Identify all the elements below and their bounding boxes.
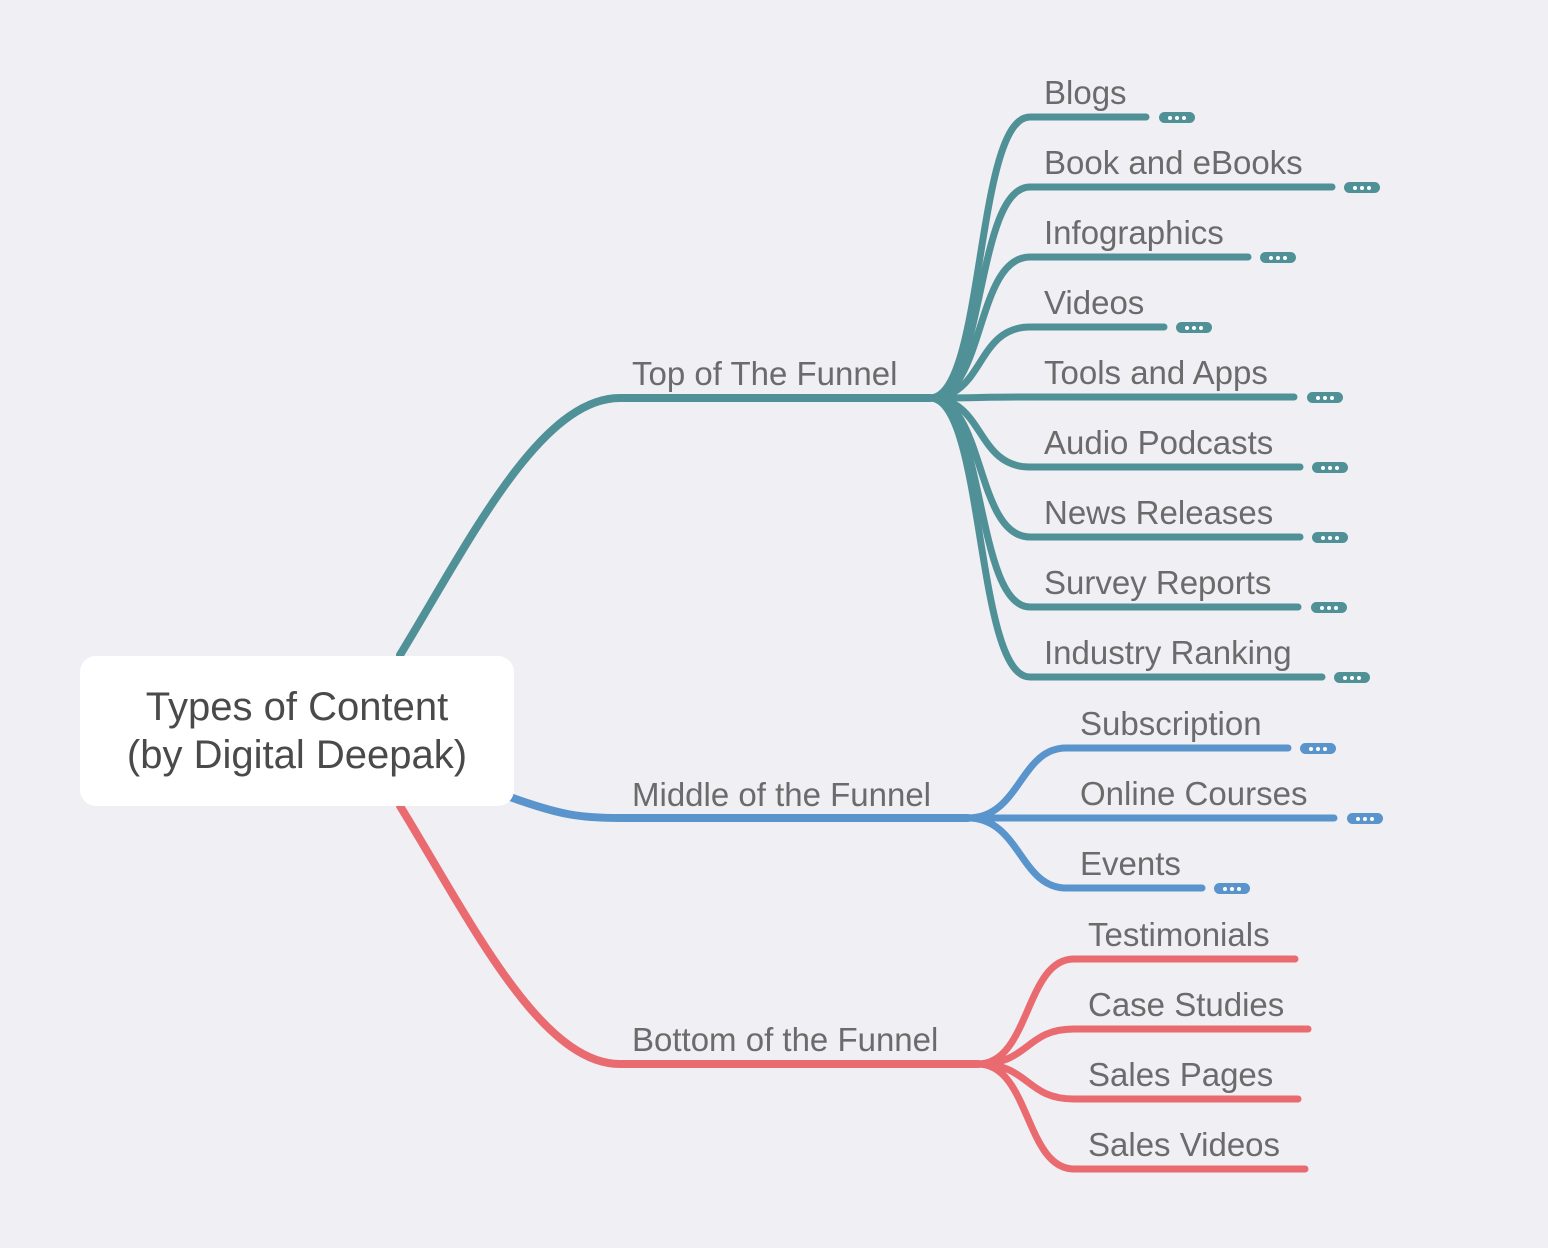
expand-tools-and-apps-button[interactable] (1307, 392, 1343, 403)
expand-industry-ranking-button[interactable] (1334, 672, 1370, 683)
branch-top-label[interactable]: Top of The Funnel (632, 355, 898, 392)
expand-news-releases-button[interactable] (1312, 532, 1348, 543)
expand-blogs-button[interactable] (1159, 112, 1195, 123)
topic-subscription[interactable]: Subscription (1080, 705, 1262, 742)
expand-audio-podcasts-button[interactable] (1312, 462, 1348, 473)
connector-bottom-child-3 (974, 1060, 1309, 1173)
topic-book-and-ebooks[interactable]: Book and eBooks (1044, 144, 1303, 181)
expand-events-button[interactable] (1214, 883, 1250, 894)
connector-root-middle (506, 793, 972, 822)
topic-videos[interactable]: Videos (1044, 284, 1145, 321)
topic-case-studies[interactable]: Case Studies (1088, 986, 1285, 1023)
connector-middle-child-2 (964, 814, 1206, 892)
root-title-line2: (by Digital Deepak) (126, 733, 468, 777)
topic-online-courses[interactable]: Online Courses (1080, 775, 1308, 812)
root-title-line1: Types of Content (145, 685, 449, 729)
expand-online-courses-button[interactable] (1347, 813, 1383, 824)
branch-bottom-label[interactable]: Bottom of the Funnel (632, 1021, 939, 1058)
expand-subscription-button[interactable] (1300, 743, 1336, 754)
topic-infographics[interactable]: Infographics (1044, 214, 1224, 251)
expand-infographics-button[interactable] (1260, 252, 1296, 263)
topic-blogs[interactable]: Blogs (1044, 74, 1127, 111)
connector-root-top (396, 394, 934, 659)
connector-top-child-4 (926, 393, 1298, 402)
topic-survey-reports[interactable]: Survey Reports (1044, 564, 1272, 601)
branch-middle-label[interactable]: Middle of the Funnel (632, 776, 932, 813)
expand-survey-reports-button[interactable] (1311, 602, 1347, 613)
topic-sales-videos[interactable]: Sales Videos (1088, 1126, 1281, 1163)
topic-sales-pages[interactable]: Sales Pages (1088, 1056, 1274, 1093)
topic-events[interactable]: Events (1080, 845, 1181, 882)
connector-top-child-8 (926, 394, 1326, 681)
connector-root-bottom (396, 802, 982, 1068)
expand-videos-button[interactable] (1176, 322, 1212, 333)
expand-book-and-ebooks-button[interactable] (1344, 182, 1380, 193)
topic-audio-podcasts[interactable]: Audio Podcasts (1044, 424, 1274, 461)
topic-news-releases[interactable]: News Releases (1044, 494, 1274, 531)
topic-testimonials[interactable]: Testimonials (1088, 916, 1270, 953)
topic-industry-ranking[interactable]: Industry Ranking (1044, 634, 1292, 671)
topic-tools-and-apps[interactable]: Tools and Apps (1044, 354, 1268, 391)
root-node[interactable]: Types of Content (by Digital Deepak) (80, 656, 514, 806)
